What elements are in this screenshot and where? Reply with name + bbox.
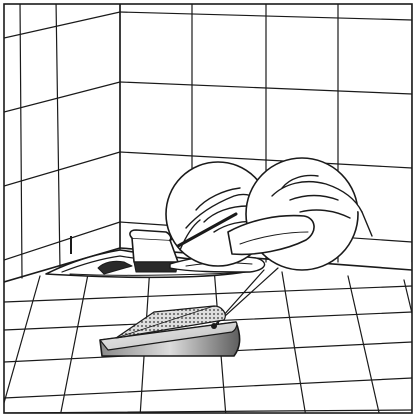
left-wall-tiles (4, 0, 120, 278)
drain-grate-icon (100, 306, 240, 356)
